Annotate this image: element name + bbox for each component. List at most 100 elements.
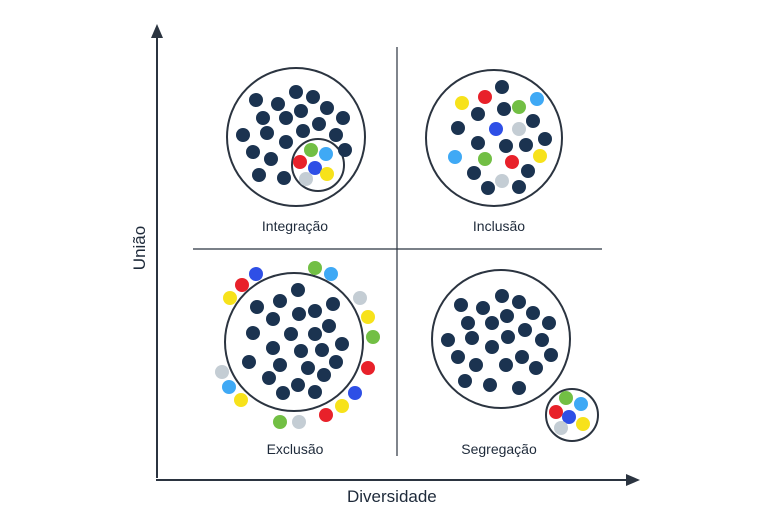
person-dot-navy bbox=[273, 358, 287, 372]
person-dot-navy bbox=[481, 181, 495, 195]
person-dot-navy bbox=[277, 171, 291, 185]
person-dot-navy bbox=[471, 136, 485, 150]
y-axis-arrow-icon bbox=[151, 24, 163, 38]
person-dot-navy bbox=[454, 298, 468, 312]
person-dot-navy bbox=[292, 307, 306, 321]
person-dot-green bbox=[308, 261, 322, 275]
person-dot-navy bbox=[500, 309, 514, 323]
person-dot-yellow bbox=[335, 399, 349, 413]
person-dot-blue bbox=[489, 122, 503, 136]
person-dot-gray bbox=[554, 421, 568, 435]
person-dot-navy bbox=[529, 361, 543, 375]
person-dot-navy bbox=[308, 327, 322, 341]
person-dot-navy bbox=[308, 385, 322, 399]
person-dot-navy bbox=[483, 378, 497, 392]
person-dot-red bbox=[235, 278, 249, 292]
x-axis-label: Diversidade bbox=[347, 487, 437, 506]
person-dot-navy bbox=[458, 374, 472, 388]
quadrant-label-segregation: Segregação bbox=[461, 441, 537, 457]
person-dot-green bbox=[366, 330, 380, 344]
person-dot-navy bbox=[312, 117, 326, 131]
person-dot-navy bbox=[338, 143, 352, 157]
person-dot-gray bbox=[495, 174, 509, 188]
person-dot-navy bbox=[518, 323, 532, 337]
person-dot-navy bbox=[451, 350, 465, 364]
person-dot-navy bbox=[252, 168, 266, 182]
person-dot-lightblue bbox=[222, 380, 236, 394]
person-dot-navy bbox=[538, 132, 552, 146]
person-dot-navy bbox=[335, 337, 349, 351]
person-dot-navy bbox=[476, 301, 490, 315]
person-dot-blue bbox=[308, 161, 322, 175]
quadrant-label-exclusion: Exclusão bbox=[266, 441, 324, 457]
person-dot-yellow bbox=[533, 149, 547, 163]
person-dot-navy bbox=[526, 114, 540, 128]
person-dot-navy bbox=[451, 121, 465, 135]
person-dot-gray bbox=[299, 172, 313, 186]
person-dot-navy bbox=[485, 316, 499, 330]
person-dot-navy bbox=[250, 300, 264, 314]
person-dot-yellow bbox=[234, 393, 248, 407]
person-dot-gray bbox=[512, 122, 526, 136]
person-dot-navy bbox=[544, 348, 558, 362]
person-dot-navy bbox=[306, 90, 320, 104]
person-dot-navy bbox=[512, 295, 526, 309]
person-dot-navy bbox=[262, 371, 276, 385]
quadrant-label-inclusion: Inclusão bbox=[472, 218, 526, 234]
person-dot-navy bbox=[542, 316, 556, 330]
person-dot-navy bbox=[441, 333, 455, 347]
person-dot-navy bbox=[336, 111, 350, 125]
person-dot-navy bbox=[264, 152, 278, 166]
person-dot-navy bbox=[260, 126, 274, 140]
person-dot-green bbox=[559, 391, 573, 405]
person-dot-blue bbox=[249, 267, 263, 281]
person-dot-navy bbox=[499, 139, 513, 153]
person-dot-gray bbox=[215, 365, 229, 379]
person-dot-navy bbox=[294, 344, 308, 358]
person-dot-navy bbox=[236, 128, 250, 142]
person-dot-navy bbox=[246, 326, 260, 340]
person-dot-navy bbox=[301, 361, 315, 375]
integration-subgroup-circle bbox=[291, 138, 345, 192]
person-dot-green bbox=[273, 415, 287, 429]
person-dot-navy bbox=[535, 333, 549, 347]
person-dot-navy bbox=[499, 358, 513, 372]
person-dot-yellow bbox=[576, 417, 590, 431]
person-dot-navy bbox=[495, 80, 509, 94]
person-dot-navy bbox=[246, 145, 260, 159]
person-dot-navy bbox=[519, 138, 533, 152]
person-dot-navy bbox=[497, 102, 511, 116]
person-dot-navy bbox=[512, 180, 526, 194]
person-dot-navy bbox=[266, 312, 280, 326]
person-dot-navy bbox=[271, 97, 285, 111]
person-dot-navy bbox=[467, 166, 481, 180]
person-dot-lightblue bbox=[319, 147, 333, 161]
person-dot-red bbox=[319, 408, 333, 422]
inclusion-circle bbox=[425, 69, 563, 207]
exclusion-circle bbox=[224, 272, 364, 412]
person-dot-navy bbox=[526, 306, 540, 320]
person-dot-navy bbox=[495, 289, 509, 303]
person-dot-navy bbox=[469, 358, 483, 372]
person-dot-red bbox=[361, 361, 375, 375]
person-dot-navy bbox=[515, 350, 529, 364]
person-dot-navy bbox=[315, 343, 329, 357]
person-dot-navy bbox=[291, 378, 305, 392]
person-dot-navy bbox=[256, 111, 270, 125]
person-dot-navy bbox=[296, 124, 310, 138]
y-axis-label: União bbox=[130, 225, 150, 271]
person-dot-blue bbox=[562, 410, 576, 424]
dots bbox=[215, 80, 590, 435]
person-dot-navy bbox=[329, 355, 343, 369]
person-dot-navy bbox=[317, 368, 331, 382]
person-dot-navy bbox=[322, 319, 336, 333]
person-dot-navy bbox=[465, 331, 479, 345]
person-dot-lightblue bbox=[530, 92, 544, 106]
person-dot-navy bbox=[291, 283, 305, 297]
person-dot-navy bbox=[308, 304, 322, 318]
person-dot-yellow bbox=[361, 310, 375, 324]
person-dot-red bbox=[478, 90, 492, 104]
person-dot-navy bbox=[485, 340, 499, 354]
x-axis-arrow-icon bbox=[626, 474, 640, 486]
person-dot-navy bbox=[471, 107, 485, 121]
